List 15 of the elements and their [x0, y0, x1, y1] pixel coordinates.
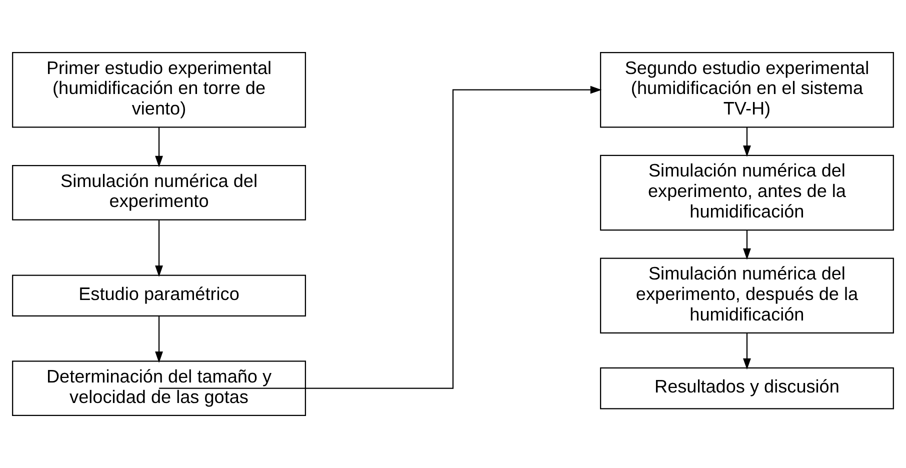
- node-box: Primer estudio experimental (humidificación en torre de viento): [12, 52, 306, 128]
- arrow: [155, 220, 163, 277]
- node-box: Determinación del tamaño y velocidad de las gotas: [12, 360, 306, 416]
- node-box: Simulación numérica del experimento: [12, 165, 306, 220]
- arrow: [743, 127, 751, 157]
- arrow: [743, 333, 751, 370]
- node-box: Resultados y discusión: [600, 367, 894, 410]
- arrow: [155, 316, 163, 363]
- node-box: Simulación numérica del experimento, después de la humidificación: [600, 258, 894, 334]
- node-box: Estudio paramétrico: [12, 274, 306, 317]
- arrow: [155, 127, 163, 168]
- arrow: [743, 230, 751, 260]
- arrow: [159, 86, 602, 389]
- node-box: Simulación numérica del experimento, antes de la humidificación: [600, 154, 894, 231]
- node-box: Segundo estudio experimental (humidificación en el sistema TV-H): [600, 52, 894, 128]
